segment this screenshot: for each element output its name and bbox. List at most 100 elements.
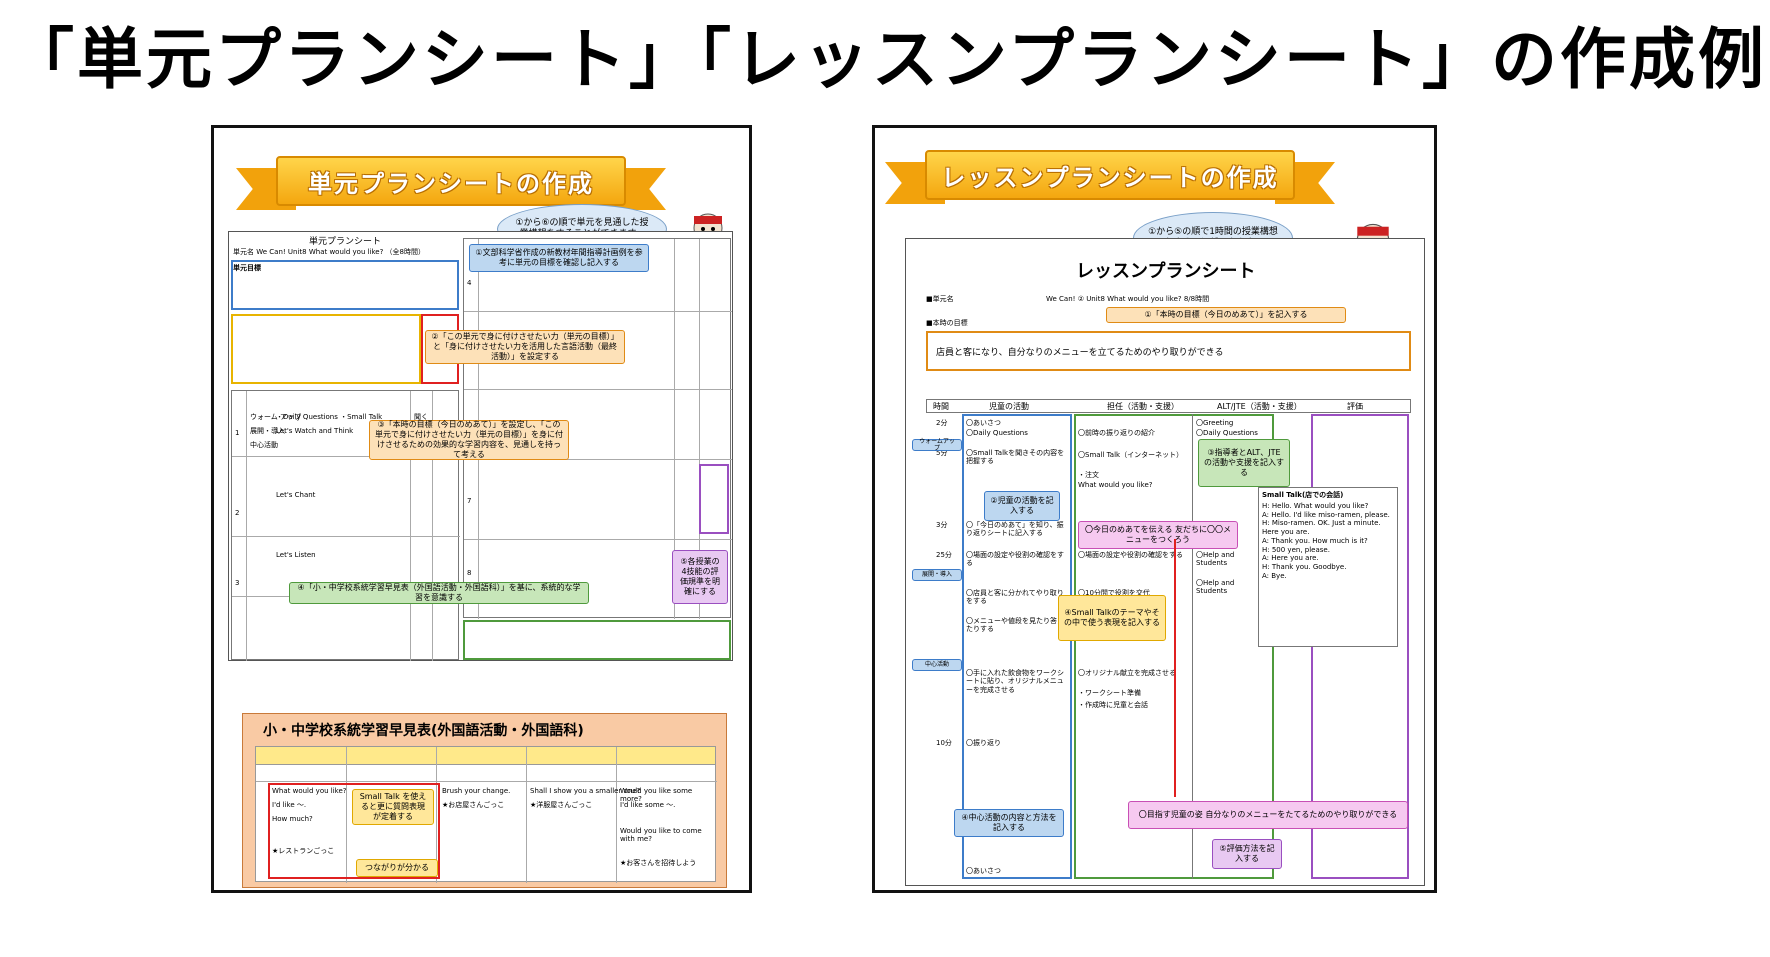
unit-plan-sheet-title: 単元プランシート bbox=[309, 237, 382, 247]
teacher-item: 〇場面の設定や役割の確認をする bbox=[1078, 551, 1183, 559]
right-banner: レッスンプランシートの作成 bbox=[885, 142, 1335, 212]
kids-item: 〇店員と客に分かれてやり取りをする bbox=[966, 589, 1064, 606]
phase-label: ウォームアップ bbox=[912, 438, 962, 452]
time-label: 25分 bbox=[936, 551, 952, 559]
lesson-plan-sheet: レッスンプランシート ■単元名 We Can! ② Unit8 What wou… bbox=[905, 238, 1425, 886]
kids-item: 〇Daily Questions bbox=[966, 429, 1028, 437]
phase-label: 中心活動 bbox=[912, 659, 962, 671]
time-label: 2分 bbox=[936, 419, 948, 427]
teacher-item: ・注文 bbox=[1078, 471, 1099, 479]
left-banner-text: 単元プランシートの作成 bbox=[276, 156, 626, 206]
eval-label: 聞く bbox=[414, 413, 428, 421]
row-number-3: 3 bbox=[235, 579, 240, 587]
callout-small-talk: Small Talk を使えると更に質問表現が定着する bbox=[352, 789, 434, 825]
phase-label: 展開・導入 bbox=[912, 569, 962, 581]
kids-item: 〇あいさつ bbox=[966, 419, 1001, 427]
summary-grid: What would you like? I'd like 〜. How muc… bbox=[255, 746, 717, 883]
small-talk-line: A: Bye. bbox=[1262, 571, 1287, 580]
small-talk-line: A: Here you are. bbox=[1262, 554, 1319, 563]
activity-text: Let's Chant bbox=[276, 491, 316, 499]
final-stage-box bbox=[463, 620, 731, 660]
summary-header-row bbox=[256, 747, 715, 765]
summary-item: ★洋服屋さんごっこ bbox=[530, 801, 593, 809]
kids-item: 〇Small Talkを聞きその内容を把握する bbox=[966, 449, 1065, 466]
teacher-item: 〇オリジナル献立を完成させる bbox=[1078, 669, 1176, 677]
activity-text: Let's Watch and Think bbox=[276, 427, 354, 435]
goal-text: 店員と客になり、自分なりのメニューを立てるためのやり取りができる bbox=[926, 331, 1411, 371]
callout-target-child: 〇目指す児童の姿 自分なりのメニューをたてるためのやり取りができる bbox=[1128, 801, 1408, 829]
callout-4: ④「小・中学校系統学習早見表（外国語活動・外国語科）」を基に、系統的な学習を意識… bbox=[289, 582, 589, 604]
time-label: 10分 bbox=[936, 739, 952, 747]
lesson-plan-example: レッスンプランシートの作成 ①から⑤の順で1時間の授業構想をすることができます。… bbox=[872, 125, 1437, 893]
unit-plan-sheet: 単元プランシート 単元名 We Can! Unit8 What would yo… bbox=[228, 231, 733, 661]
goal-label: ■本時の目標 bbox=[926, 319, 968, 327]
callout-kids: ②児童の活動を記入する bbox=[984, 491, 1060, 521]
callout-2: ②「この単元で身に付けさせたい力（単元の目標）」と「身に付けさせたい力を活用した… bbox=[425, 330, 625, 364]
teacher-item: ・ワークシート準備 bbox=[1078, 689, 1141, 697]
kids-item: 〇振り返り bbox=[966, 739, 1001, 747]
summary-item: I'd like some 〜. bbox=[620, 801, 676, 809]
kids-item: 〇場面の設定や役割の確認をする bbox=[966, 551, 1064, 568]
small-talk-line: Here you are. bbox=[1262, 528, 1310, 536]
time-label: 3分 bbox=[936, 521, 948, 529]
row-number-4: 4 bbox=[467, 279, 472, 287]
callout-teacher-alt: ③指導者とALT、JTEの活動や支援を記入する bbox=[1198, 439, 1290, 487]
unit-goal-box bbox=[231, 260, 459, 310]
row-number-8: 8 bbox=[467, 569, 472, 577]
callout-5: ⑤各授業の4技能の評価規準を明確にする bbox=[672, 550, 728, 604]
alt-item: 〇Greeting bbox=[1196, 419, 1234, 427]
kids-column bbox=[962, 414, 1072, 879]
summary-item: Would you like some more? bbox=[620, 787, 693, 804]
small-talk-line: H: 500 yen, please. bbox=[1262, 545, 1330, 554]
alt-item: 〇Help and Students bbox=[1196, 579, 1235, 596]
callout-small-talk-theme: ④Small Talkのテーマやその中で使う表現を記入する bbox=[1058, 595, 1166, 641]
row-number-1: 1 bbox=[235, 429, 240, 437]
col-kids: 児童の活動 bbox=[989, 402, 1029, 411]
teacher-item: 〇10分間で役割を交代 bbox=[1078, 589, 1150, 597]
small-talk-line: A: Thank you. How much is it? bbox=[1262, 536, 1368, 545]
summary-item: Brush your change. bbox=[442, 787, 511, 795]
col-time: 時間 bbox=[933, 402, 949, 411]
col-eval: 評価 bbox=[1347, 402, 1363, 411]
summary-box: 小・中学校系統学習早見表(外国語活動・外国語科) What would you … bbox=[242, 713, 727, 888]
callout-center-activity: ④中心活動の内容と方法を記入する bbox=[954, 809, 1064, 837]
col-teacher: 担任（活動・支援） bbox=[1107, 402, 1179, 411]
teacher-item: ・作成時に児童と会話 bbox=[1078, 701, 1148, 709]
kids-item: 〇メニューや値段を見たり答えたりする bbox=[966, 617, 1064, 634]
teacher-item: What would you like? bbox=[1078, 481, 1153, 489]
activity-text: ・Daily Questions ・Small Talk bbox=[276, 413, 383, 421]
unit-goal-label: 単元目標 bbox=[233, 264, 261, 272]
page-title: 「単元プランシート」「レッスンプランシート」の作成例 bbox=[8, 21, 1768, 98]
callout-1: ①「本時の目標（今日のめあて）」を記入する bbox=[1106, 307, 1346, 323]
teacher-item: 〇前時の振り返りの紹介 bbox=[1078, 429, 1155, 437]
summary-red-box bbox=[268, 783, 440, 879]
callout-3: ③「本時の目標（今日のめあて）」を設定し、「この単元で身に付けさせたい力（単元の… bbox=[369, 420, 569, 460]
unit-value: We Can! ② Unit8 What would you like? 8/8… bbox=[1046, 295, 1210, 303]
small-talk-line: A: Hello. I'd like miso-ramen, please. bbox=[1262, 510, 1390, 519]
activity-text: Let's Listen bbox=[276, 551, 316, 559]
summary-item: ★お店屋さんごっこ bbox=[442, 801, 505, 809]
activity-label: ウォーム アップ bbox=[250, 413, 302, 421]
col-alt: ALT/JTE（活動・支援） bbox=[1217, 402, 1302, 411]
small-talk-line: H: Miso-ramen. OK. Just a minute. bbox=[1262, 519, 1381, 528]
summary-item: How much? bbox=[272, 815, 313, 823]
callout-1: ①文部科学省作成の新教材年間指導計画例を参考に単元の目標を確認し記入する bbox=[469, 244, 649, 272]
small-talk-title: Small Talk(店での会話) bbox=[1262, 491, 1344, 499]
kids-item: 〇手に入れた飲食物をワークシートに貼り、オリジナルメニューを完成させる bbox=[966, 669, 1064, 694]
plan-table-header: 時間 児童の活動 担任（活動・支援） ALT/JTE（活動・支援） 評価 bbox=[926, 399, 1411, 413]
summary-item: Shall I show you a smaller one? bbox=[530, 787, 641, 795]
right-banner-text: レッスンプランシートの作成 bbox=[925, 150, 1295, 200]
summary-item: ★レストランごっこ bbox=[272, 847, 335, 855]
callout-connection: つながりが分かる bbox=[356, 859, 438, 877]
callout-today-goal: 〇今日のめあてを伝える 友だちに〇〇メニューをつくろう bbox=[1078, 521, 1238, 549]
small-talk-line: H: Hello. What would you like? bbox=[1262, 501, 1369, 510]
row-number-7: 7 bbox=[467, 497, 472, 505]
kids-item: 〇「今日のめあて」を知り、振り返りシートに記入する bbox=[966, 521, 1064, 538]
unit-plan-example: 単元プランシートの作成 ①から⑥の順で単元を見通した授業構想をすることができます… bbox=[211, 125, 752, 893]
final-activity-box bbox=[231, 314, 421, 384]
lesson-plan-sheet-title: レッスンプランシート bbox=[1076, 261, 1256, 282]
alt-item: 〇Help and Students bbox=[1196, 551, 1235, 568]
summary-item: What would you like? bbox=[272, 787, 347, 795]
lesson-rows-left: 1 2 3 ウォーム アップ ・Daily Questions ・Small T… bbox=[231, 390, 460, 661]
summary-item: I'd like 〜. bbox=[272, 801, 307, 809]
